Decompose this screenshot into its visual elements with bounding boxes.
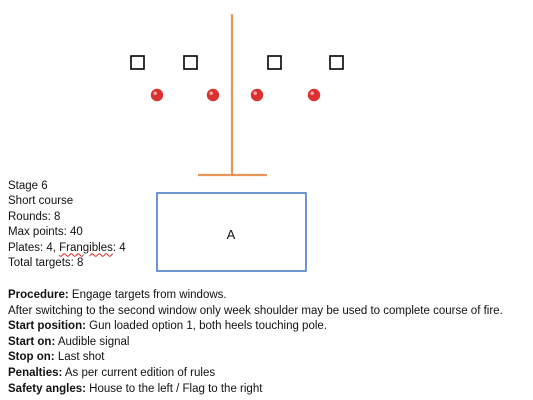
safety-angles-value: House to the left / Flag to the right <box>85 382 263 395</box>
stage-info: Stage 6 Short course Rounds: 8 Max point… <box>8 179 126 271</box>
start-on: Start on: Audible signal <box>8 335 530 351</box>
frangible-target-2 <box>183 55 198 70</box>
start-on-value: Audible signal <box>55 335 130 348</box>
stop-on-value: Last shot <box>54 351 105 364</box>
plate-target-4 <box>307 88 321 102</box>
safety-angles: Safety angles: House to the left / Flag … <box>8 382 530 398</box>
shooting-box-label: A <box>227 227 236 242</box>
procedure: Procedure: Engage targets from windows. <box>8 288 530 304</box>
plate-target-2 <box>206 88 220 102</box>
frangible-target-3 <box>267 55 282 70</box>
start-position-label: Start position: <box>8 320 86 333</box>
stage-number: Stage 6 <box>8 180 48 192</box>
frangible-target-1 <box>130 55 145 70</box>
start-position-value: Gun loaded option 1, both heels touching… <box>85 320 327 333</box>
procedure-detail: After switching to the second window onl… <box>8 304 503 317</box>
rounds: Rounds: 8 <box>8 210 61 223</box>
plate-target-1 <box>150 88 164 102</box>
safety-angles-label: Safety angles: <box>8 382 86 395</box>
max-points: Max points: 40 <box>8 226 83 239</box>
shooting-box <box>156 192 307 272</box>
frangible-target-4 <box>329 55 344 70</box>
procedure-value: Engage targets from windows. <box>68 289 227 301</box>
start-on-label: Start on: <box>8 335 56 348</box>
plates-text: Plates: 4, <box>8 241 60 254</box>
stage-rules: Procedure: Engage targets from windows. … <box>8 288 530 397</box>
penalties-label: Penalties: <box>8 366 63 379</box>
frangibles-word: Frangibles <box>59 241 113 254</box>
penalties: Penalties: As per current edition of rul… <box>8 366 530 382</box>
procedure-label: Procedure: <box>8 289 69 301</box>
stop-on-label: Stop on: <box>8 351 55 364</box>
plate-target-3 <box>250 88 264 102</box>
stop-on: Stop on: Last shot <box>8 350 530 366</box>
penalties-value: As per current edition of rules <box>62 366 216 379</box>
plates-frangibles: Plates: 4, Frangibles: 4 <box>8 241 126 256</box>
start-position: Start position: Gun loaded option 1, bot… <box>8 319 530 335</box>
total-targets: Total targets: 8 <box>8 257 84 270</box>
frangibles-count: : 4 <box>112 241 126 254</box>
course-type: Short course <box>8 195 74 208</box>
